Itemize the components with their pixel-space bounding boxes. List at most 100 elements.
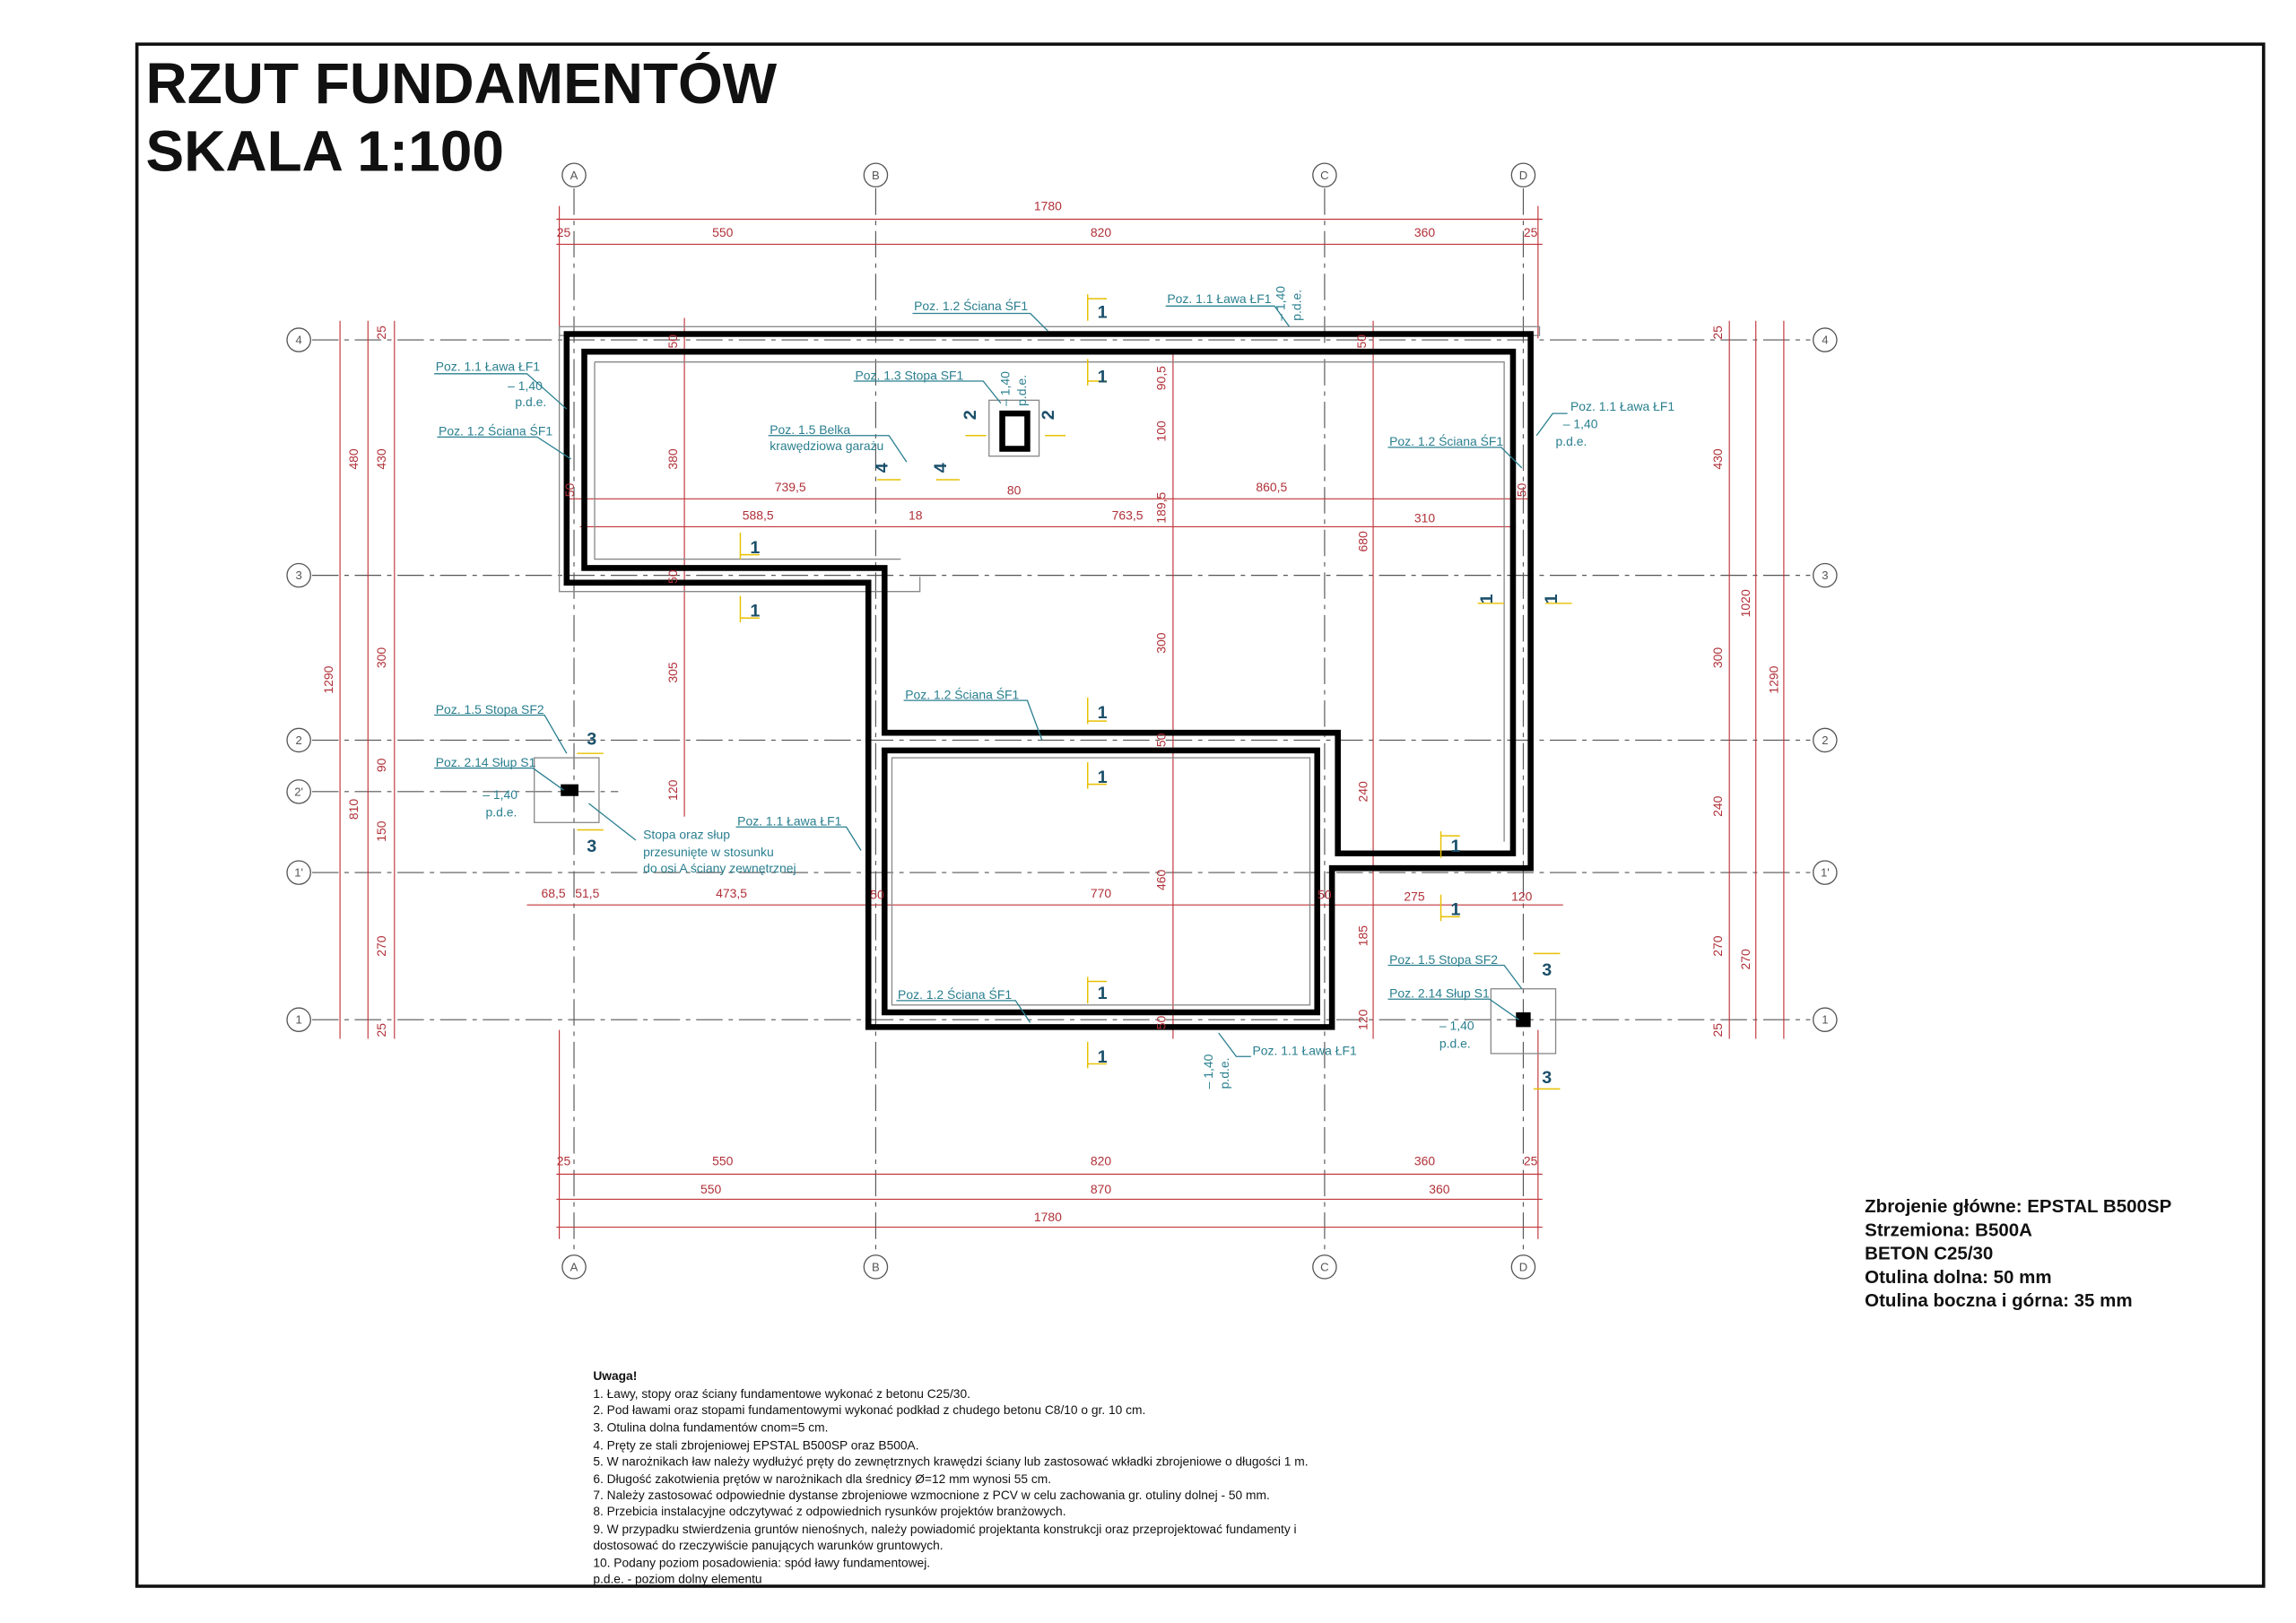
note-line: 9. W przypadku stwierdzenia gruntów nien… (593, 1523, 1296, 1536)
callout-label: – 1,40 (1439, 1019, 1474, 1033)
dimension-label: 50 (562, 482, 577, 497)
dimension-label: 310 (1414, 511, 1436, 525)
dimension-label: 550 (700, 1182, 722, 1196)
note-line: p.d.e. - poziom dolny elementu (593, 1573, 761, 1586)
dimension-label: 460 (1154, 869, 1169, 890)
grid-axis-label: 2 (296, 733, 302, 747)
grid-axis-bubble (286, 779, 311, 804)
dimension-label: 50 (1154, 733, 1169, 747)
dimension-label: 430 (374, 448, 388, 470)
dimension-label: 305 (665, 662, 680, 683)
section-mark: 1 (1098, 984, 1108, 1003)
grid-axis-bubble (1510, 1254, 1536, 1280)
callout-label: – 1,40 (1563, 417, 1598, 431)
grid-axis-label: 4 (1822, 334, 1828, 347)
note-line: 7. Należy zastosować odpowiednie dystans… (593, 1488, 1269, 1502)
dimension-label: 550 (712, 225, 734, 239)
grid-axis-bubble (286, 1007, 311, 1032)
dimension-label: 1780 (1034, 199, 1062, 213)
grid-axis-bubble (561, 162, 587, 188)
note-line: 10. Podany poziom posadowienia: spód ław… (593, 1557, 930, 1570)
spec-line: Zbrojenie główne: EPSTAL B500SP (1865, 1196, 2171, 1217)
grid-axis-bubble (286, 562, 311, 588)
section-mark: 1 (750, 538, 760, 558)
grid-lines (311, 188, 1811, 1254)
dimension-label: 270 (374, 935, 388, 957)
grid-axis-bubble (1312, 162, 1337, 188)
grid-axis-label: 2' (294, 785, 303, 798)
callout-label: p.d.e. (1556, 434, 1587, 448)
grid-axis-label: A (570, 1260, 578, 1273)
dimension-label: 360 (1429, 1182, 1450, 1196)
dimension-label: 739,5 (775, 480, 806, 494)
dimension-label: 120 (1356, 1009, 1370, 1030)
grid-axis-label: B (872, 1260, 880, 1273)
grid-axis-label: C (1320, 169, 1328, 182)
dimension-label: 25 (1524, 1154, 1538, 1168)
callout-label: p.d.e. (486, 805, 517, 820)
callout-label: – 1,40 (1274, 286, 1288, 321)
dimension-label: 1290 (321, 665, 335, 693)
dimension-label: 1290 (1766, 665, 1780, 693)
grid-axis-bubble (1813, 727, 1838, 753)
grid-axis-bubble (286, 860, 311, 885)
dimension-label: 150 (374, 820, 388, 842)
callout-label: – 1,40 (508, 378, 543, 393)
grid-axis-bubble (561, 1254, 587, 1280)
callout-label: do osi A ściany zewnętrznej (643, 861, 796, 875)
dimension-label: 270 (1710, 935, 1725, 957)
dimension-label: 25 (557, 1154, 571, 1168)
note-line: 5. W narożnikach ław należy wydłużyć prę… (593, 1454, 1308, 1468)
section-mark: 2 (961, 410, 980, 420)
callout-label: Poz. 1.5 Stopa SF2 (436, 702, 544, 716)
dimension-label: 300 (1710, 647, 1725, 669)
section-mark: 3 (1542, 960, 1552, 980)
dimension-label: 50 (1154, 1015, 1169, 1029)
callout-label: Poz. 2.14 Słup S1 (436, 755, 536, 769)
callout-label: Poz. 1.2 Ściana ŚF1 (914, 298, 1028, 313)
dimension-label: 120 (1511, 889, 1533, 903)
foundation-outline (534, 325, 1557, 1055)
callout-label: – 1,40 (1201, 1054, 1215, 1089)
section-mark: 3 (1542, 1068, 1552, 1088)
grid-axis-label: 4 (296, 334, 302, 347)
section-mark: 2 (1039, 410, 1058, 420)
callout-label: Poz. 1.1 Ława ŁF1 (737, 814, 841, 829)
grid-axis-label: A (570, 169, 578, 182)
material-specs: Zbrojenie główne: EPSTAL B500SP Strzemio… (1865, 1196, 2171, 1311)
section-mark: 1 (1450, 837, 1460, 856)
dimension-label: 189,5 (1154, 491, 1169, 523)
dimension-label: 25 (1710, 1023, 1725, 1037)
section-mark: 3 (587, 837, 596, 856)
dimension-label: 50 (1515, 482, 1529, 497)
note-line: 4. Pręty ze stali zbrojeniowej EPSTAL B5… (593, 1438, 918, 1452)
spec-line: BETON C25/30 (1865, 1244, 1993, 1264)
section-mark: 1 (1450, 900, 1460, 920)
note-line: 1. Ławy, stopy oraz ściany fundamentowe … (593, 1387, 970, 1401)
callout-label: p.d.e. (1439, 1036, 1471, 1050)
callout-label: Poz. 1.1 Ława ŁF1 (1167, 291, 1271, 306)
section-lines (577, 294, 1572, 1090)
dimension-label: 50 (870, 888, 884, 902)
notes: Uwaga! 1. Ławy, stopy oraz ściany fundam… (593, 1369, 1308, 1585)
grid-axis-label: D (1519, 169, 1527, 182)
section-mark: 1 (1542, 594, 1561, 603)
drawing-frame (135, 42, 2266, 1588)
dimension-label: 588,5 (743, 508, 774, 522)
callout-label: Poz. 1.1 Ława ŁF1 (1570, 399, 1674, 413)
dimension-label: 18 (909, 508, 923, 522)
grid-axis-label: 3 (296, 568, 302, 582)
grid-axis-bubble (863, 1254, 889, 1280)
callout-label: Poz. 1.2 Ściana ŚF1 (898, 986, 1012, 1002)
dimension-label: 360 (1414, 225, 1436, 239)
dimension-label: 240 (1356, 781, 1370, 803)
dimension-label: 275 (1404, 889, 1425, 903)
grid-axis-label: 1' (294, 866, 303, 880)
grid-axis-bubble (863, 162, 889, 188)
grid-axis-label: B (872, 169, 880, 182)
note-line: 2. Pod ławami oraz stopami fundamentowym… (593, 1403, 1145, 1417)
